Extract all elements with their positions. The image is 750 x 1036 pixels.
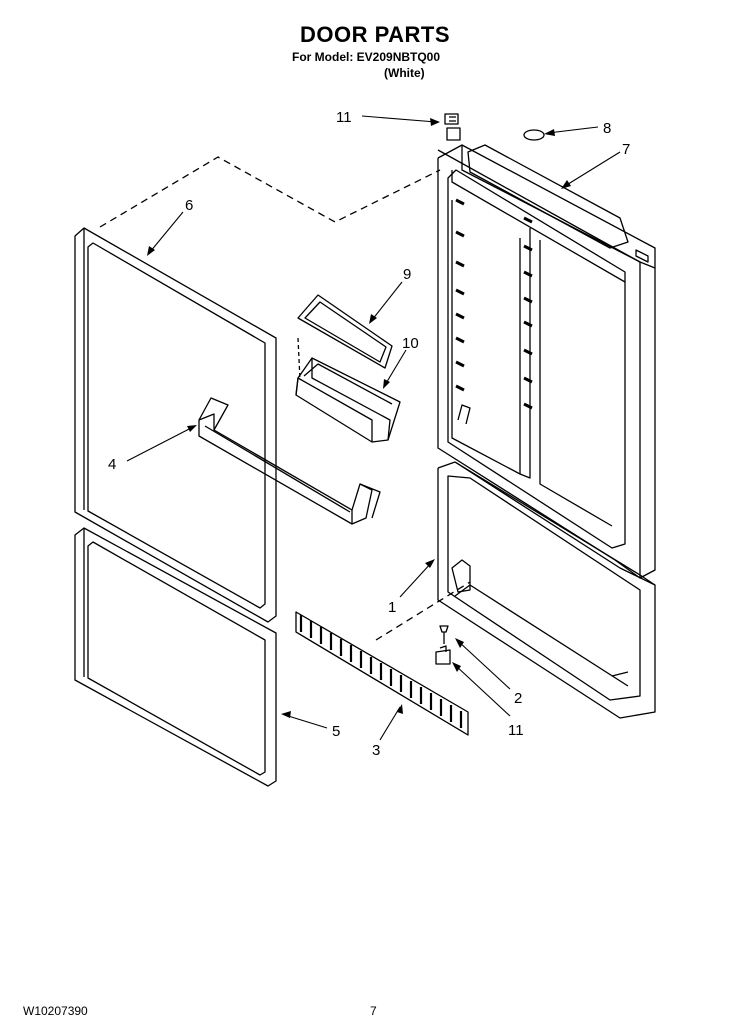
page-title: DOOR PARTS <box>299 22 451 47</box>
callout-1: 1 <box>388 599 396 616</box>
upper-door-gasket <box>74 227 277 623</box>
callout-2: 2 <box>514 690 522 707</box>
leader-lines <box>126 115 621 741</box>
alignment-line-lower <box>375 581 471 641</box>
callout-5: 5 <box>332 723 340 740</box>
model-number: For Model: EV209NBTQ00 <box>292 50 441 64</box>
callout-7: 7 <box>622 141 630 158</box>
callout-4: 4 <box>108 456 116 473</box>
upper-door-panel <box>437 144 656 579</box>
arrowheads <box>147 118 571 718</box>
callout-8: 8 <box>603 120 611 137</box>
alignment-line-upper <box>99 156 441 228</box>
plug <box>523 129 545 141</box>
alignment-line-bins <box>297 337 301 381</box>
screw <box>439 625 449 644</box>
hinge-bracket-top <box>444 113 461 141</box>
toe-grille <box>295 611 469 736</box>
lower-door-gasket <box>74 527 277 787</box>
lower-door-panel <box>437 461 656 719</box>
callout-9: 9 <box>403 266 411 283</box>
hinge-bracket-bottom <box>435 645 451 665</box>
callout-11-top: 11 <box>336 109 352 126</box>
callout-11-bottom: 11 <box>508 722 524 739</box>
callout-6: 6 <box>185 197 193 214</box>
callout-3: 3 <box>372 742 380 759</box>
page-number: 7 <box>370 1004 377 1018</box>
callout-10: 10 <box>402 335 419 352</box>
door-shelf <box>198 397 381 525</box>
document-number: W10207390 <box>23 1004 88 1018</box>
door-bin <box>295 357 401 443</box>
model-color: (White) <box>384 66 425 80</box>
shelf-rail <box>297 294 393 369</box>
